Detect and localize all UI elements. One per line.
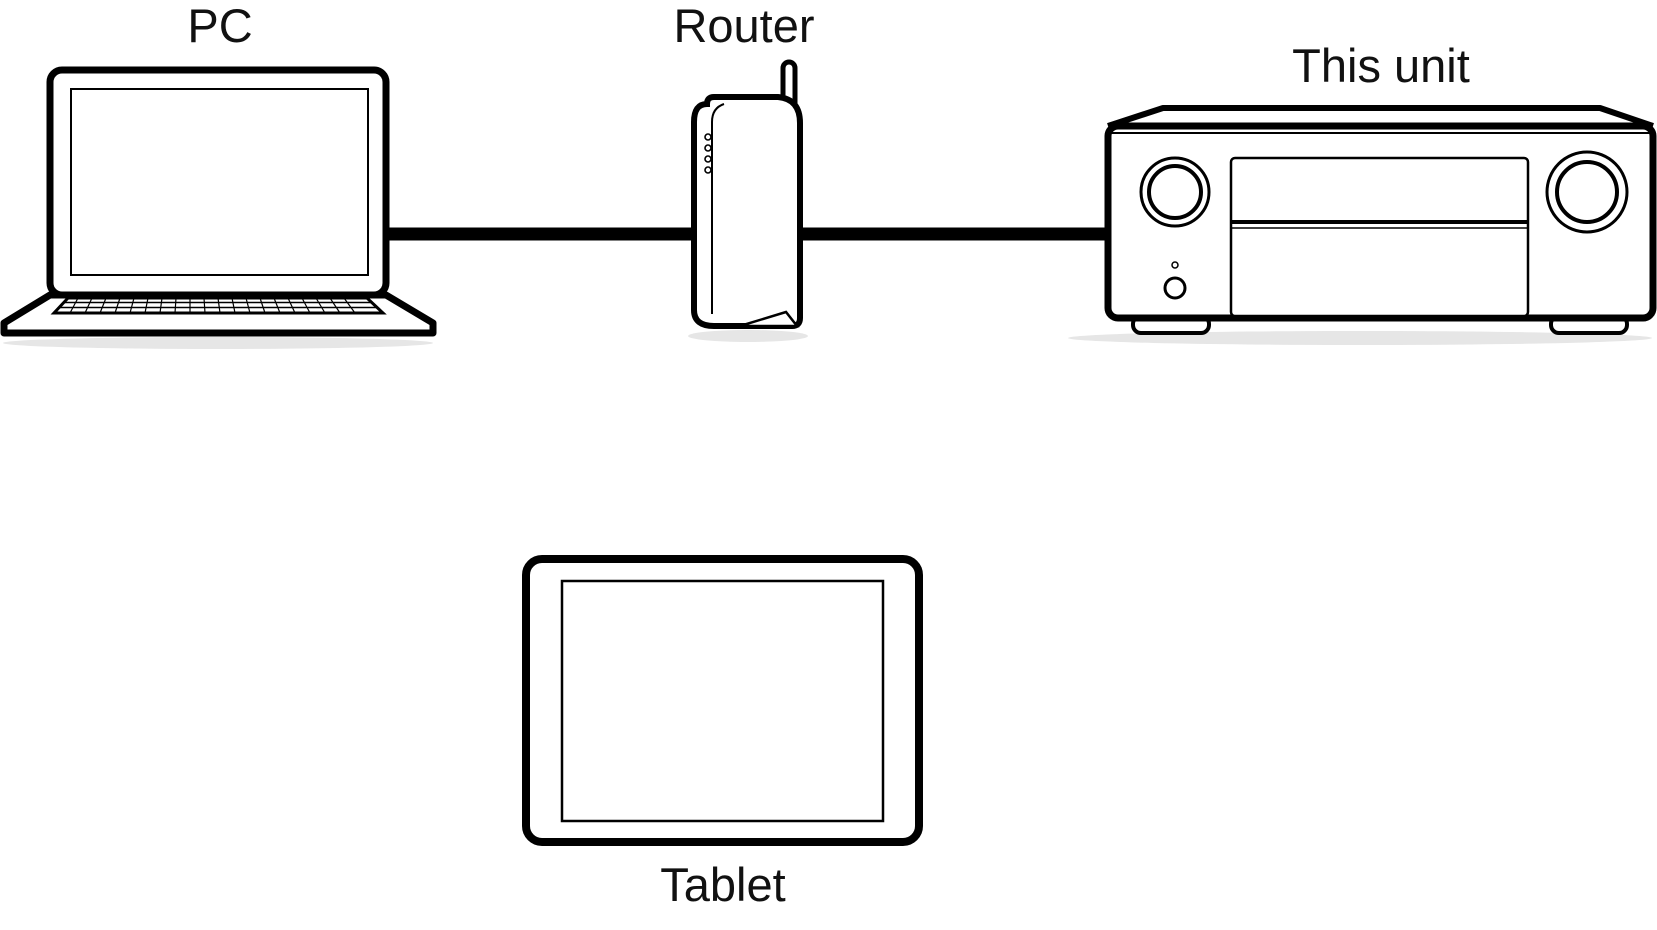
tablet-label: Tablet bbox=[660, 858, 785, 911]
av-receiver-icon bbox=[1068, 105, 1657, 345]
tablet-icon bbox=[522, 555, 923, 846]
pc-label: PC bbox=[187, 0, 252, 52]
this-unit-label: This unit bbox=[1292, 39, 1470, 92]
router-label: Router bbox=[673, 0, 814, 52]
pc-laptop-icon bbox=[0, 66, 437, 349]
router-icon bbox=[688, 59, 808, 342]
